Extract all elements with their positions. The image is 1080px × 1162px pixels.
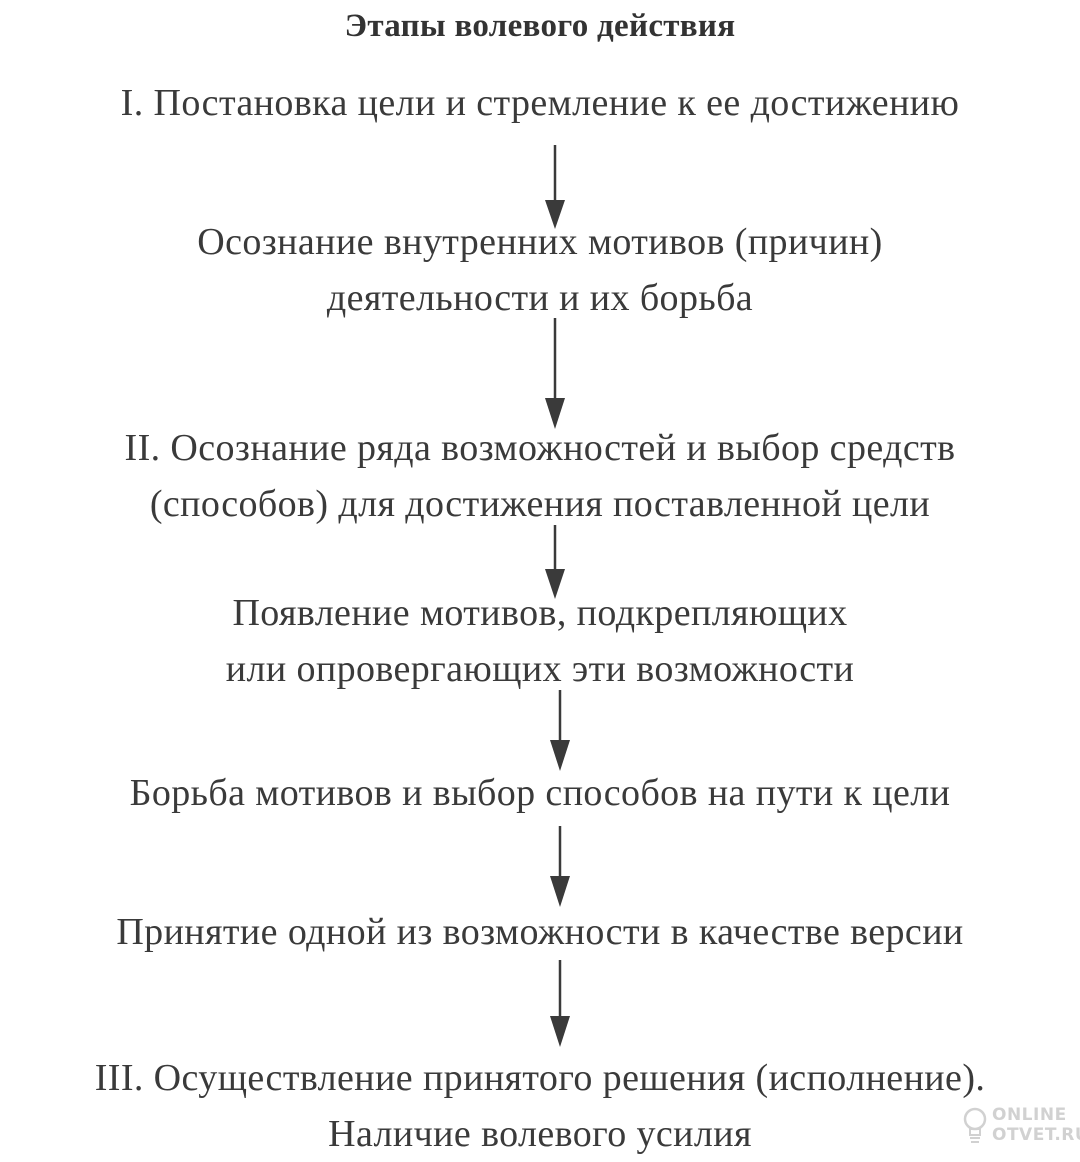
step-6: Принятие одной из возможности в качестве…: [0, 904, 1080, 960]
step-3-line-2: (способов) для достижения поставленной ц…: [149, 483, 931, 525]
diagram-title: Этапы волевого действия: [344, 8, 736, 44]
step-6-line-1: Принятие одной из возможности в качестве…: [116, 911, 964, 953]
arrow-2: [545, 318, 565, 429]
watermark-text: ONLINE OTVET.RU: [992, 1105, 1080, 1145]
step-7-line-2: Наличие волевого усилия: [328, 1113, 752, 1155]
step-2-line-2: деятельности и их борьба: [326, 277, 754, 319]
watermark: ONLINE OTVET.RU: [962, 1101, 1080, 1151]
step-1: I. Постановка цели и стремление к ее дос…: [0, 75, 1080, 131]
step-5-line-1: Борьба мотивов и выбор способов на пути …: [129, 772, 951, 814]
lightbulb-icon: [963, 1107, 987, 1143]
step-2-line-1: Осознание внутренних мотивов (причин): [197, 221, 883, 263]
step-2: Осознание внутренних мотивов (причин) де…: [0, 214, 1080, 326]
step-3-line-1: II. Осознание ряда возможностей и выбор …: [124, 427, 956, 469]
step-4-line-2: или опровергающих эти возможности: [225, 648, 855, 690]
step-7-line-1: III. Осуществление принятого решения (ис…: [94, 1057, 986, 1099]
arrow-1: [545, 145, 565, 229]
arrow-6: [550, 960, 570, 1047]
step-5: Борьба мотивов и выбор способов на пути …: [0, 765, 1080, 821]
step-1-line-1: I. Постановка цели и стремление к ее дос…: [120, 82, 960, 124]
watermark-line-2: OTVET.RU: [992, 1125, 1080, 1145]
arrow-5: [550, 826, 570, 907]
step-3: II. Осознание ряда возможностей и выбор …: [0, 420, 1080, 532]
step-4-line-1: Появление мотивов, подкрепляющих: [232, 592, 848, 634]
step-7: III. Осуществление принятого решения (ис…: [0, 1050, 1080, 1162]
step-4: Появление мотивов, подкрепляющих или опр…: [0, 585, 1080, 697]
watermark-line-1: ONLINE: [992, 1105, 1067, 1125]
arrow-4: [550, 690, 570, 771]
arrow-3: [545, 525, 565, 599]
